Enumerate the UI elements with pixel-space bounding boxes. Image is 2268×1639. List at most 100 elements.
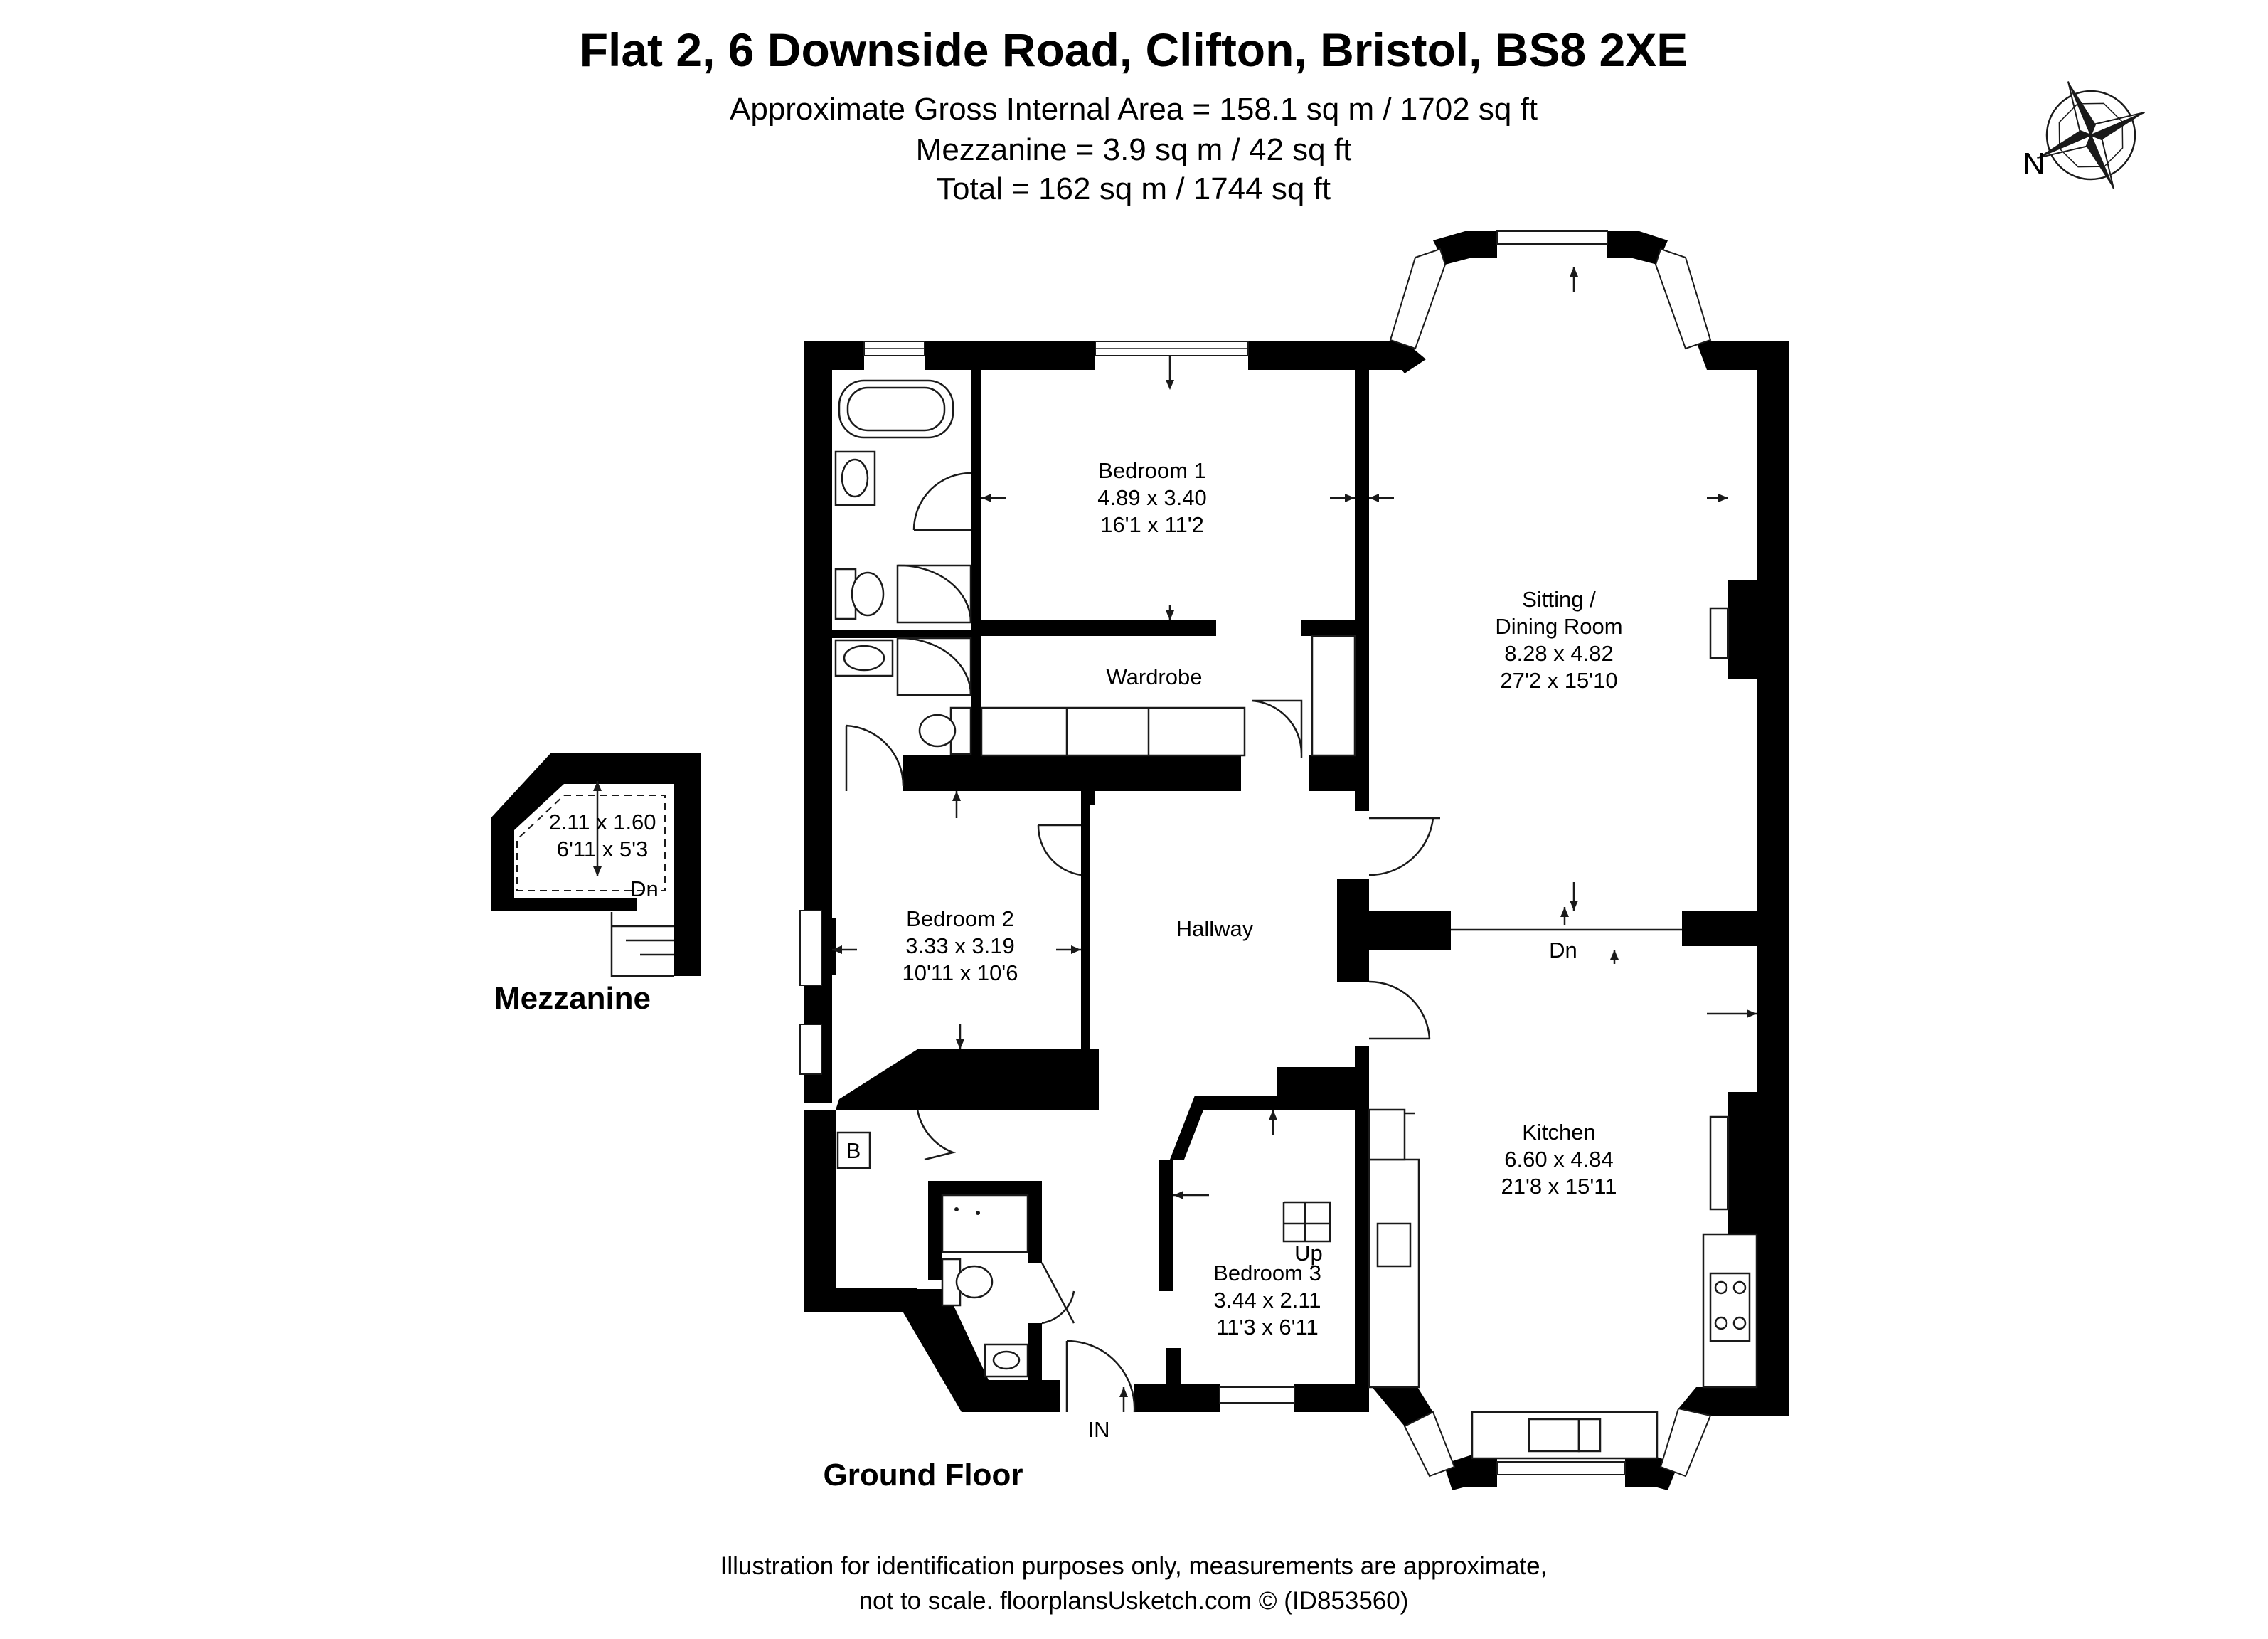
door-sitting-room xyxy=(1368,817,1440,876)
wall-kitchen-bay-bottom-right xyxy=(1625,1458,1657,1487)
door-bedroom2 xyxy=(1037,824,1082,876)
arrow-head-icon xyxy=(593,866,602,876)
wall-chimney-breast-sitting xyxy=(1728,580,1764,679)
wall-pier-right xyxy=(1682,911,1789,946)
room-name: Bedroom 2 xyxy=(906,906,1014,931)
area-line-2: Mezzanine = 3.9 sq m / 42 sq ft xyxy=(916,132,1352,167)
wall-top-left xyxy=(804,341,864,370)
mezzanine-stair-outline xyxy=(610,912,674,977)
sink-bowl xyxy=(841,458,869,498)
arrow-head-icon xyxy=(593,781,602,791)
wall-cupboard-base xyxy=(1309,755,1365,791)
wall-top-mid xyxy=(925,341,1095,370)
window-bedroom2-lower xyxy=(799,1024,822,1075)
sink-wc xyxy=(984,1343,1029,1378)
wall-wardrobe-bedroom2 xyxy=(903,755,1241,791)
wall-bay-corner xyxy=(1380,341,1426,373)
room-wardrobe: Wardrobe xyxy=(1107,664,1203,689)
wall-left-bottom xyxy=(804,1288,917,1312)
kitchen-sink-left xyxy=(1376,1222,1412,1268)
wall-bottom-left-angled xyxy=(903,1289,1060,1412)
window-kitchen-bay-right xyxy=(1659,1407,1712,1478)
page-title: Flat 2, 6 Downside Road, Clifton, Bristo… xyxy=(580,23,1688,76)
wall-top-right xyxy=(1248,341,1405,370)
toilet-bowl xyxy=(918,714,957,748)
mezzanine-walls xyxy=(491,753,701,976)
mezzanine-dims-metric: 2.11 x 1.60 xyxy=(548,810,656,834)
wall-ensuite-shower-room xyxy=(832,630,971,638)
kitchen-drainer xyxy=(1577,1418,1602,1453)
toilet-bowl xyxy=(955,1265,994,1299)
compass-north-label: N xyxy=(2023,147,2045,181)
room-bedroom-3: Bedroom 3 3.44 x 2.11 11'3 x 6'11 xyxy=(1213,1261,1321,1340)
door-boiler-cupboard xyxy=(916,1109,957,1161)
wall-shower-room-right xyxy=(1028,1181,1042,1263)
shower-ensuite xyxy=(896,564,972,624)
window-sitting-bay-centre xyxy=(1496,230,1608,245)
mezzanine-plan: 2.11 x 1.60 6'11 x 5'3 Dn Mezzanine xyxy=(491,753,701,1016)
shower-wc xyxy=(941,1194,1029,1253)
wall-bedroom3-stub xyxy=(1166,1348,1181,1391)
wall-outer-left xyxy=(804,341,832,1103)
compass-star-icon xyxy=(2037,81,2145,189)
wall-bedroom3-left-top xyxy=(1159,1160,1173,1195)
window-kitchen-bay-left xyxy=(1403,1411,1456,1478)
door-ensuite xyxy=(912,472,971,531)
wall-hallway-sitting-kitchen xyxy=(1337,911,1451,950)
compass-ring xyxy=(2045,90,2136,181)
kitchen-worktop-left xyxy=(1368,1158,1420,1389)
room-dims-metric: 4.89 x 3.40 xyxy=(1097,485,1206,510)
wall-bedroom3-bottom-right xyxy=(1294,1384,1369,1412)
door-wardrobe xyxy=(1251,699,1303,758)
room-dims-imperial: 11'3 x 6'11 xyxy=(1216,1315,1318,1340)
window-sitting-bay-right xyxy=(1654,248,1712,350)
room-dims-imperial: 10'11 x 10'6 xyxy=(903,960,1018,985)
footer-disclaimer: Illustration for identification purposes… xyxy=(720,1552,1548,1615)
wall-kitchen-left xyxy=(1355,1046,1369,1394)
room-name: Bedroom 1 xyxy=(1098,458,1206,483)
sink-bowl xyxy=(992,1350,1021,1370)
entrance-label: IN xyxy=(1088,1417,1110,1442)
stairs-up-outline xyxy=(1282,1201,1331,1243)
disclaimer-line-2: not to scale. floorplansUsketch.com © (I… xyxy=(859,1587,1409,1615)
mezzanine-headroom-outline xyxy=(516,795,666,891)
compass: N xyxy=(2023,81,2145,189)
wall-outer-right xyxy=(1757,341,1789,1416)
area-line-3: Total = 162 sq m / 1744 sq ft xyxy=(937,171,1331,206)
door-shower-wc xyxy=(1040,1262,1075,1325)
wall-bedroom2-hallway xyxy=(1081,793,1090,1049)
wall-bay-corner-right xyxy=(1696,341,1728,370)
shower-screen xyxy=(897,637,972,696)
ground-floor-label: Ground Floor xyxy=(823,1458,1023,1492)
wall-bedroom1-wardrobe xyxy=(981,620,1216,636)
wall-bedroom3-top xyxy=(1195,1096,1369,1110)
window-sitting-bay-left xyxy=(1389,248,1447,350)
wall-kitchen-bay-corner-left xyxy=(1369,1384,1433,1426)
kitchen-step-down-label: Dn xyxy=(1549,938,1577,962)
wall-shower-room-top xyxy=(928,1181,1042,1195)
mezzanine-dims-imperial: 6'11 x 5'3 xyxy=(557,837,648,861)
wall-left-lower xyxy=(804,1110,836,1302)
door-entrance xyxy=(1065,1340,1136,1413)
boiler-cupboard xyxy=(836,1131,871,1169)
mezzanine-down-label: Dn xyxy=(630,876,659,901)
room-dims-metric: 3.33 x 3.19 xyxy=(905,933,1014,958)
wall-hallway-pier-bottom xyxy=(1337,946,1369,982)
bath-inner xyxy=(846,386,946,432)
boiler-label: B xyxy=(846,1138,861,1163)
wardrobe-unit xyxy=(980,706,1246,757)
kitchen-cupboard xyxy=(1368,1108,1406,1161)
mezzanine-floor-label: Mezzanine xyxy=(494,981,651,1016)
wall-bedroom1-cupboard xyxy=(1301,620,1362,636)
cupboard-unit xyxy=(1311,635,1356,757)
dimension-arrows xyxy=(832,267,1757,1412)
room-dims-metric: 8.28 x 4.82 xyxy=(1504,641,1613,666)
kitchen-sink-bottom xyxy=(1528,1418,1580,1453)
room-sitting-dining: Sitting / Dining Room 8.28 x 4.82 27'2 x… xyxy=(1495,587,1622,693)
room-dims-metric: 6.60 x 4.84 xyxy=(1504,1147,1613,1172)
room-dims-imperial: 27'2 x 15'10 xyxy=(1500,668,1617,693)
wall-bay-top-right xyxy=(1607,231,1639,258)
stairs-up-label: Up xyxy=(1294,1241,1323,1266)
wall-kitchen-bay-bottom-left xyxy=(1465,1458,1497,1487)
mezzanine-wall-bottom xyxy=(491,898,637,911)
